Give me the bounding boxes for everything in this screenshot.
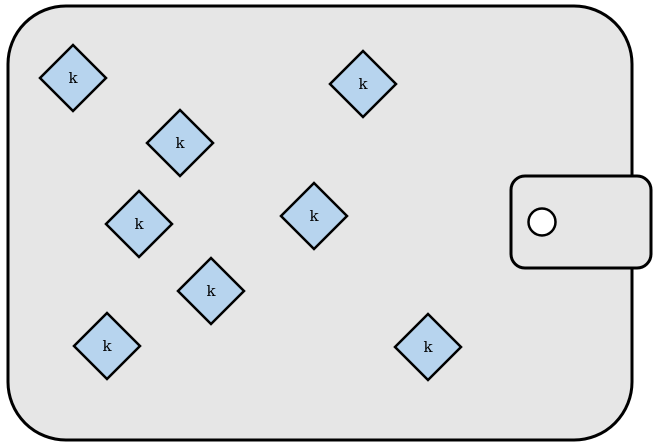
token-label: k bbox=[309, 207, 319, 225]
token-label: k bbox=[175, 134, 185, 152]
clasp-button-icon[interactable] bbox=[529, 209, 556, 236]
token-label: k bbox=[68, 69, 78, 87]
token-label: k bbox=[102, 337, 112, 355]
token-label: k bbox=[423, 338, 433, 356]
token-label: k bbox=[358, 75, 368, 93]
token-label: k bbox=[206, 282, 216, 300]
token-label: k bbox=[134, 215, 144, 233]
